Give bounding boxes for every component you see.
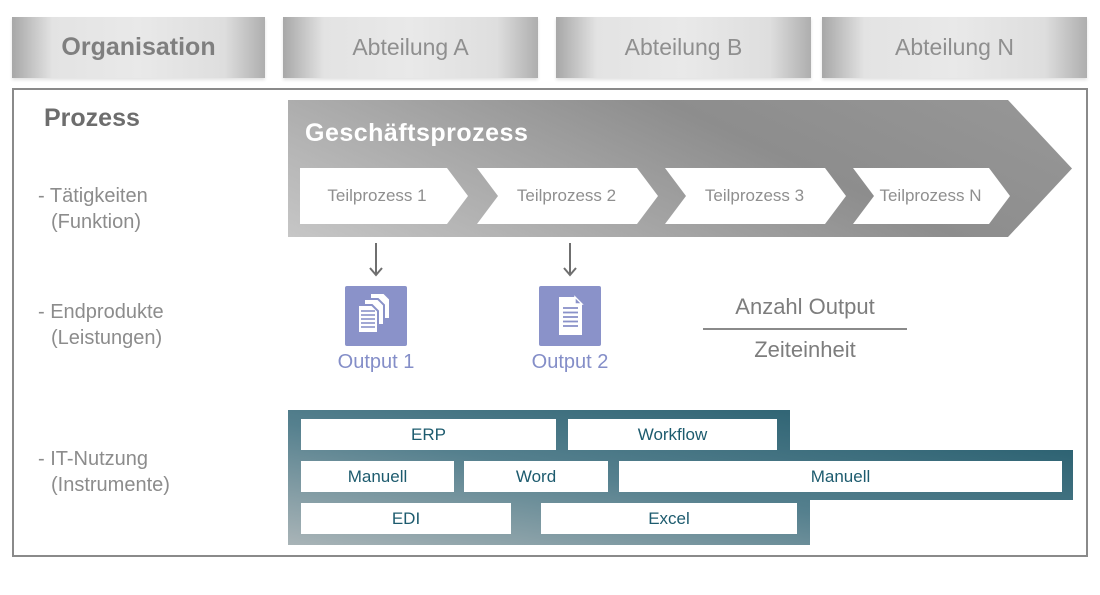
it-box-label: EDI	[391, 508, 421, 528]
output-formula: Anzahl Output Zeiteinheit	[685, 294, 925, 363]
it-box-manuell-2: Manuell	[619, 461, 1062, 492]
it-box-edi: EDI	[301, 503, 511, 534]
org-box-label: Organisation	[61, 33, 216, 61]
label-line1: - Tätigkeiten	[38, 185, 148, 207]
documents-stack-icon	[345, 286, 407, 346]
subprocess-label: Teilprozess N	[879, 186, 982, 205]
it-box-label: Manuell	[347, 466, 408, 486]
subprocess-chevron-2: Teilprozess 2	[477, 168, 658, 224]
label-line2: (Funktion)	[51, 211, 142, 233]
output-label-2: Output 2	[531, 351, 609, 373]
org-box-label: Abteilung A	[352, 34, 469, 60]
subprocess-label: Teilprozess 1	[327, 186, 427, 205]
label-line2: (Leistungen)	[51, 327, 163, 349]
it-box-excel: Excel	[541, 503, 797, 534]
label-it-nutzung: - IT-Nutzung (Instrumente)	[38, 446, 170, 498]
it-box-erp: ERP	[301, 419, 556, 450]
label-line1: - Endprodukte	[38, 301, 164, 323]
fraction-bar	[703, 328, 907, 330]
business-process-title: Geschäftsprozess	[305, 119, 529, 147]
it-box-manuell-1: Manuell	[301, 461, 454, 492]
output-label-1: Output 1	[337, 351, 415, 373]
it-box-workflow: Workflow	[568, 419, 777, 450]
label-line2: (Instrumente)	[51, 474, 170, 496]
section-title-prozess: Prozess	[44, 104, 140, 132]
org-box-label: Abteilung N	[895, 34, 1014, 60]
it-usage-block: ERP Workflow Manuell Word Manuell EDI Ex…	[288, 410, 1073, 545]
it-box-label: Excel	[648, 508, 690, 528]
it-box-label: Word	[515, 466, 557, 486]
org-box-abteilung-n: Abteilung N	[822, 17, 1087, 78]
subprocess-chevron-1: Teilprozess 1	[300, 168, 468, 224]
label-line1: - IT-Nutzung	[38, 448, 149, 470]
org-box-organisation: Organisation	[12, 17, 265, 78]
formula-denominator: Zeiteinheit	[754, 337, 856, 362]
subprocess-label: Teilprozess 3	[704, 186, 805, 205]
org-box-label: Abteilung B	[624, 34, 743, 60]
it-box-word: Word	[464, 461, 608, 492]
down-arrow-icon	[369, 243, 383, 277]
subprocess-chevron-3: Teilprozess 3	[665, 168, 846, 224]
formula-numerator: Anzahl Output	[735, 294, 875, 319]
subprocess-label: Teilprozess 2	[516, 186, 617, 205]
label-endprodukte: - Endprodukte (Leistungen)	[38, 299, 164, 351]
subprocess-chevron-4: Teilprozess N	[853, 168, 1010, 224]
document-icon	[539, 286, 601, 346]
it-box-label: Manuell	[810, 466, 871, 486]
org-box-abteilung-a: Abteilung A	[283, 17, 538, 78]
it-box-label: ERP	[411, 424, 446, 444]
down-arrow-icon	[563, 243, 577, 277]
label-taetigkeiten: - Tätigkeiten (Funktion)	[38, 183, 148, 235]
it-box-label: Workflow	[637, 424, 708, 444]
org-box-abteilung-b: Abteilung B	[556, 17, 811, 78]
